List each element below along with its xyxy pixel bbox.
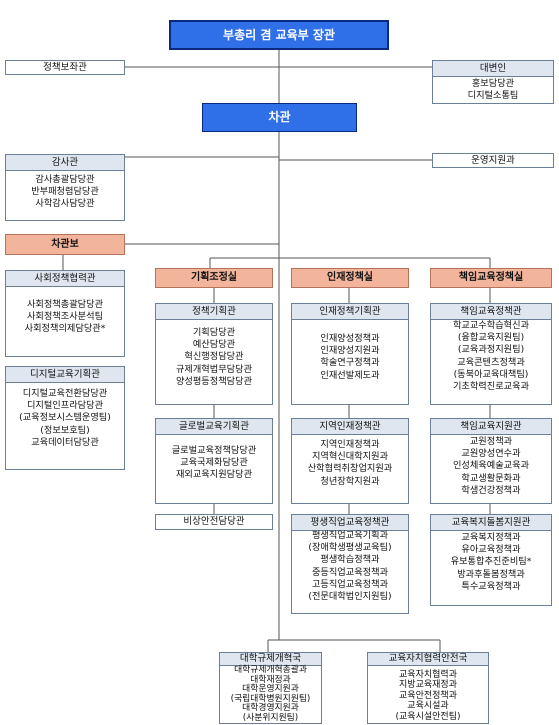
talent-planning-item: 인재선발제도과	[320, 369, 380, 381]
regional-item: 지역혁신대학지원과	[311, 451, 389, 463]
responsible-item: (융합교육지원팀)	[457, 332, 525, 344]
responsible-title: 책임교육정책관	[431, 304, 551, 320]
responsible-box: 책임교육정책관 학교교수학습혁신과 (융합교육지원팀) (교육과정지원팀) 교육…	[430, 303, 552, 405]
university-item: 대학규제개혁총괄과	[234, 665, 307, 675]
welfare-item: 특수교육정책과	[461, 580, 521, 592]
responsible-item: (교육과정지원팀)	[457, 344, 525, 356]
university-item: (국립대학병원지원팀)	[230, 693, 311, 704]
lifelong-item: 평생학습정책과	[320, 554, 380, 566]
global-item: 글로벌교육정책담당관	[171, 445, 257, 456]
welfare-item: 교육복지정책과	[461, 532, 521, 543]
global-box: 글로벌교육기획관 글로벌교육정책담당관 교육국제화담당관 재외교육지원담당관	[155, 418, 273, 504]
talent-planning-item: 학술연구정책과	[320, 357, 380, 369]
autonomy-item: (교육시설안전팀)	[395, 711, 461, 722]
vice-minister-box: 차관	[202, 103, 357, 132]
university-item: 대학운영지원과	[242, 684, 299, 695]
digital-edu-item: 디지털인프라담당관	[26, 400, 104, 412]
responsible-support-item: 인성체육예술교육과	[452, 460, 530, 472]
regional-box: 지역인재정책관 지역인재정책과 지역혁신대학지원과 산학협력취창업지원과 청년장…	[291, 418, 409, 504]
lifelong-item: (장애학생평생교육팀)	[308, 542, 392, 554]
welfare-box: 교육복지돌봄지원관 교육복지정책과 유아교육정책과 유보통합추진준비팀* 방과후…	[430, 514, 552, 606]
office-talent-policy: 인재정책실	[291, 268, 409, 288]
social-policy-item: 사회정책의제담당관*	[24, 323, 106, 335]
responsible-support-item: 교원양성연수과	[461, 448, 521, 460]
lifelong-item: 평생직업교육기획과	[311, 530, 389, 541]
social-policy-item: 사회정책조사분석팀	[26, 311, 104, 323]
talent-planning-title: 인재정책기획관	[292, 304, 408, 320]
audit-item: 감사총괄담당관	[35, 174, 95, 185]
lifelong-item: (전문대학법인지원팀)	[308, 591, 392, 603]
spokesperson-box: 대변인 홍보담당관 디지털소통팀	[432, 60, 554, 104]
digital-edu-item: 교육데이터담당관	[31, 436, 99, 448]
autonomy-item: 교육자치협력과	[399, 670, 457, 680]
welfare-item: 유아교육정책과	[461, 544, 521, 556]
lifelong-title: 평생직업교육정책관	[292, 515, 408, 531]
digital-edu-item: (교육정보시스템운영팀)	[19, 412, 111, 424]
lifelong-item: 중등직업교육정책과	[311, 566, 389, 578]
planning-item: 양성평등정책담당관	[175, 375, 253, 387]
responsible-support-box: 책임교육지원관 교원정책과 교원양성연수과 인성체육예술교육과 학교생활문화과 …	[430, 418, 552, 504]
policy-advisor-box: 정책보좌관	[5, 60, 125, 75]
responsible-support-item: 교원정책과	[469, 436, 513, 447]
autonomy-item: 교육시설과	[407, 701, 449, 712]
social-policy-title: 사회정책협력관	[6, 271, 124, 287]
digital-edu-item: 디지털교육전환담당관	[22, 388, 108, 399]
regional-item: 청년장학지원과	[320, 475, 380, 487]
digital-edu-item: (정보보호팀)	[40, 424, 90, 436]
office-planning-coordination: 기획조정실	[155, 268, 273, 288]
global-item: 교육국제화담당관	[180, 457, 248, 469]
audit-title: 감사관	[6, 155, 124, 171]
social-policy-box: 사회정책협력관 사회정책총괄담당관 사회정책조사분석팀 사회정책의제담당관*	[5, 270, 125, 357]
responsible-item: 교육콘텐츠정책과	[457, 356, 525, 368]
university-item: 대학재정과	[250, 674, 291, 685]
audit-item: 반부패청렴담당관	[31, 186, 99, 198]
planning-item: 기획담당관	[192, 327, 236, 338]
support-division-box: 운영지원과	[432, 153, 554, 168]
planning-box: 정책기획관 기획담당관 예산담당관 혁신행정담당관 규제개혁법무담당관 양성평등…	[155, 303, 273, 405]
autonomy-item: 교육안전정책과	[399, 690, 457, 701]
digital-edu-box: 디지털교육기획관 디지털교육전환담당관 디지털인프라담당관 (교육정보시스템운영…	[5, 366, 125, 470]
autonomy-box: 교육자치협력안전국 교육자치협력과 지방교육재정과 교육안전정책과 교육시설과 …	[367, 652, 489, 724]
responsible-item: 기초학력진로교육과	[452, 381, 530, 393]
assistant-minister-box: 차관보	[5, 234, 125, 255]
responsible-support-item: 학교생활문화과	[461, 472, 521, 484]
spokesperson-title: 대변인	[433, 61, 553, 77]
global-item: 재외교육지원담당관	[175, 469, 253, 481]
talent-planning-item: 인재양성정책과	[320, 333, 380, 344]
planning-item: 혁신행정담당관	[184, 351, 244, 363]
planning-title: 정책기획관	[156, 304, 272, 320]
talent-planning-item: 인재양성지원과	[320, 345, 380, 357]
lifelong-box: 평생직업교육정책관 평생직업교육기획과 (장애학생평생교육팀) 평생학습정책과 …	[291, 514, 409, 614]
spokesperson-item: 디지털소통팀	[467, 90, 519, 102]
minister-box: 부총리 겸 교육부 장관	[169, 20, 389, 50]
university-box: 대학규제개혁국 대학규제개혁총괄과 대학재정과 대학운영지원과 (국립대학병원지…	[219, 652, 322, 724]
welfare-item: 방과후돌봄정책과	[457, 568, 525, 580]
university-title: 대학규제개혁국	[220, 653, 321, 666]
planning-item: 예산담당관	[192, 339, 236, 351]
responsible-item: 학교교수학습혁신과	[452, 320, 530, 331]
regional-item: 지역인재정책과	[320, 439, 380, 450]
office-responsible-education: 책임교육정책실	[430, 268, 552, 288]
responsible-support-item: 학생건강정책과	[461, 484, 521, 496]
autonomy-title: 교육자치협력안전국	[368, 653, 488, 666]
social-policy-item: 사회정책총괄담당관	[26, 299, 104, 310]
lifelong-item: 고등직업교육정책과	[311, 578, 389, 590]
global-title: 글로벌교육기획관	[156, 419, 272, 435]
planning-item: 규제개혁법무담당관	[175, 363, 253, 375]
welfare-title: 교육복지돌봄지원관	[431, 515, 551, 531]
emergency-box: 비상안전담당관	[155, 514, 273, 530]
autonomy-item: 지방교육재정과	[399, 680, 457, 691]
audit-item: 사학감사담당관	[35, 198, 95, 210]
audit-box: 감사관 감사총괄담당관 반부패청렴담당관 사학감사담당관	[5, 154, 125, 221]
responsible-item: (동북아교육대책팀)	[453, 368, 529, 380]
spokesperson-item: 홍보담당관	[471, 78, 515, 89]
regional-title: 지역인재정책관	[292, 419, 408, 435]
university-item: (사분위지원팀)	[242, 712, 299, 723]
talent-planning-box: 인재정책기획관 인재양성정책과 인재양성지원과 학술연구정책과 인재선발제도과	[291, 303, 409, 405]
welfare-item: 유보통합추진준비팀*	[450, 556, 532, 568]
university-item: 대학경영지원과	[242, 703, 299, 714]
digital-edu-title: 디지털교육기획관	[6, 367, 124, 383]
responsible-support-title: 책임교육지원관	[431, 419, 551, 435]
regional-item: 산학협력취창업지원과	[307, 463, 393, 475]
